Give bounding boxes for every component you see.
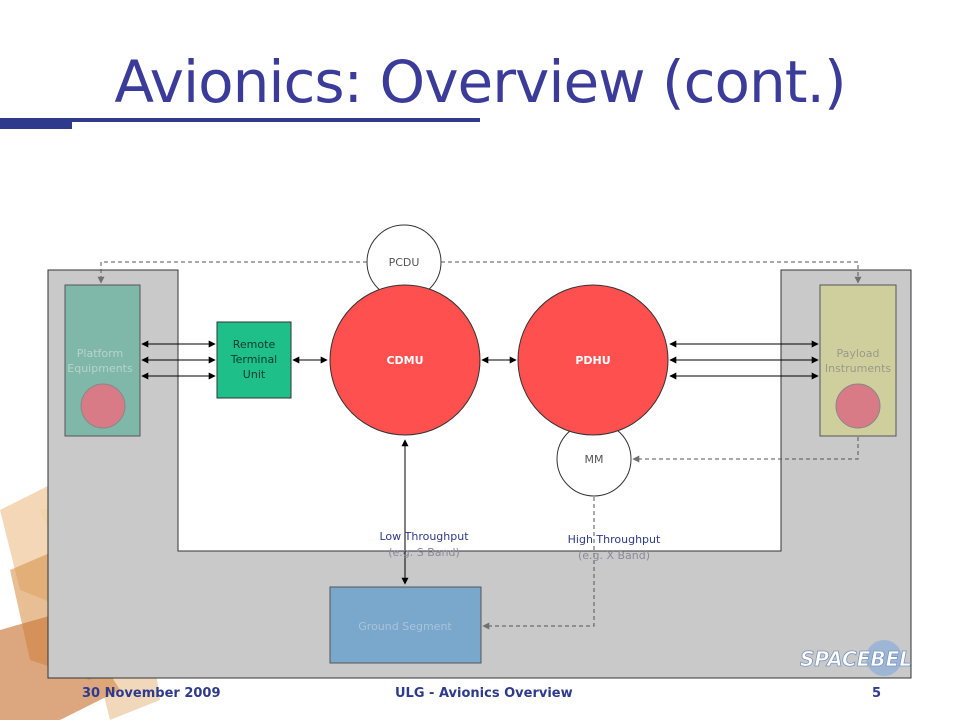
slide-title: Avionics: Overview (cont.) bbox=[114, 48, 846, 116]
rtu-label-1: Remote bbox=[233, 338, 276, 351]
low-throughput-label-2: (e.g. S Band) bbox=[388, 546, 460, 559]
page-number: 5 bbox=[872, 686, 882, 701]
title-underline bbox=[0, 118, 480, 122]
rtu-label-2: Terminal bbox=[230, 353, 278, 366]
low-throughput-label-1: Low Throughput bbox=[379, 530, 469, 543]
cdmu-label: CDMU bbox=[386, 354, 423, 367]
high-throughput-label-1: High Throughput bbox=[568, 533, 661, 546]
footer-date: 30 November 2009 bbox=[82, 686, 221, 701]
pcdu-label: PCDU bbox=[389, 256, 420, 269]
mm-ground-link bbox=[482, 497, 595, 630]
rtu-label-3: Unit bbox=[243, 368, 266, 381]
ground-segment-label: Ground Segment bbox=[358, 620, 452, 633]
cdmu-node bbox=[329, 284, 481, 436]
power-line-right bbox=[441, 261, 862, 284]
payload-label-1: Payload bbox=[837, 347, 880, 360]
pdhu-label: PDHU bbox=[575, 354, 610, 367]
payload-label-2: Instruments bbox=[825, 362, 892, 375]
pdhu-node bbox=[517, 284, 669, 436]
power-line-left bbox=[97, 261, 367, 284]
platform-sensor-icon bbox=[80, 383, 126, 429]
spacebel-logo: SPACEBEL bbox=[800, 640, 912, 676]
platform-label-1: Platform bbox=[77, 347, 123, 360]
ground-segment-box bbox=[329, 586, 482, 664]
footer-title: ULG - Avionics Overview bbox=[395, 686, 573, 701]
high-throughput-label-2: (e.g. X Band) bbox=[578, 549, 650, 562]
mm-label: MM bbox=[585, 453, 604, 466]
payload-sensor-icon bbox=[835, 383, 881, 429]
system-boundary bbox=[47, 269, 912, 679]
platform-label-2: Equipments bbox=[67, 362, 133, 375]
title-underline-accent bbox=[0, 121, 72, 129]
payload-mm-data-link bbox=[632, 437, 859, 463]
rtu-box bbox=[216, 321, 292, 399]
svg-text:SPACEBEL: SPACEBEL bbox=[800, 647, 912, 671]
